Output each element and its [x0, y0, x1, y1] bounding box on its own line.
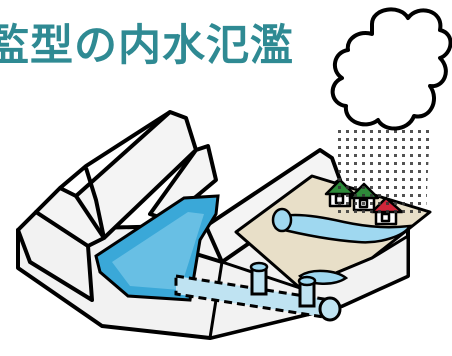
left-levee-icon [34, 110, 198, 248]
river-icon [94, 194, 220, 302]
drain-pipe-icon [174, 261, 342, 322]
cloud-icon [330, 7, 452, 131]
flood-water [271, 207, 413, 285]
diagram-title: 監型の内水氾濫 [0, 21, 294, 71]
rain-icon [336, 128, 430, 214]
